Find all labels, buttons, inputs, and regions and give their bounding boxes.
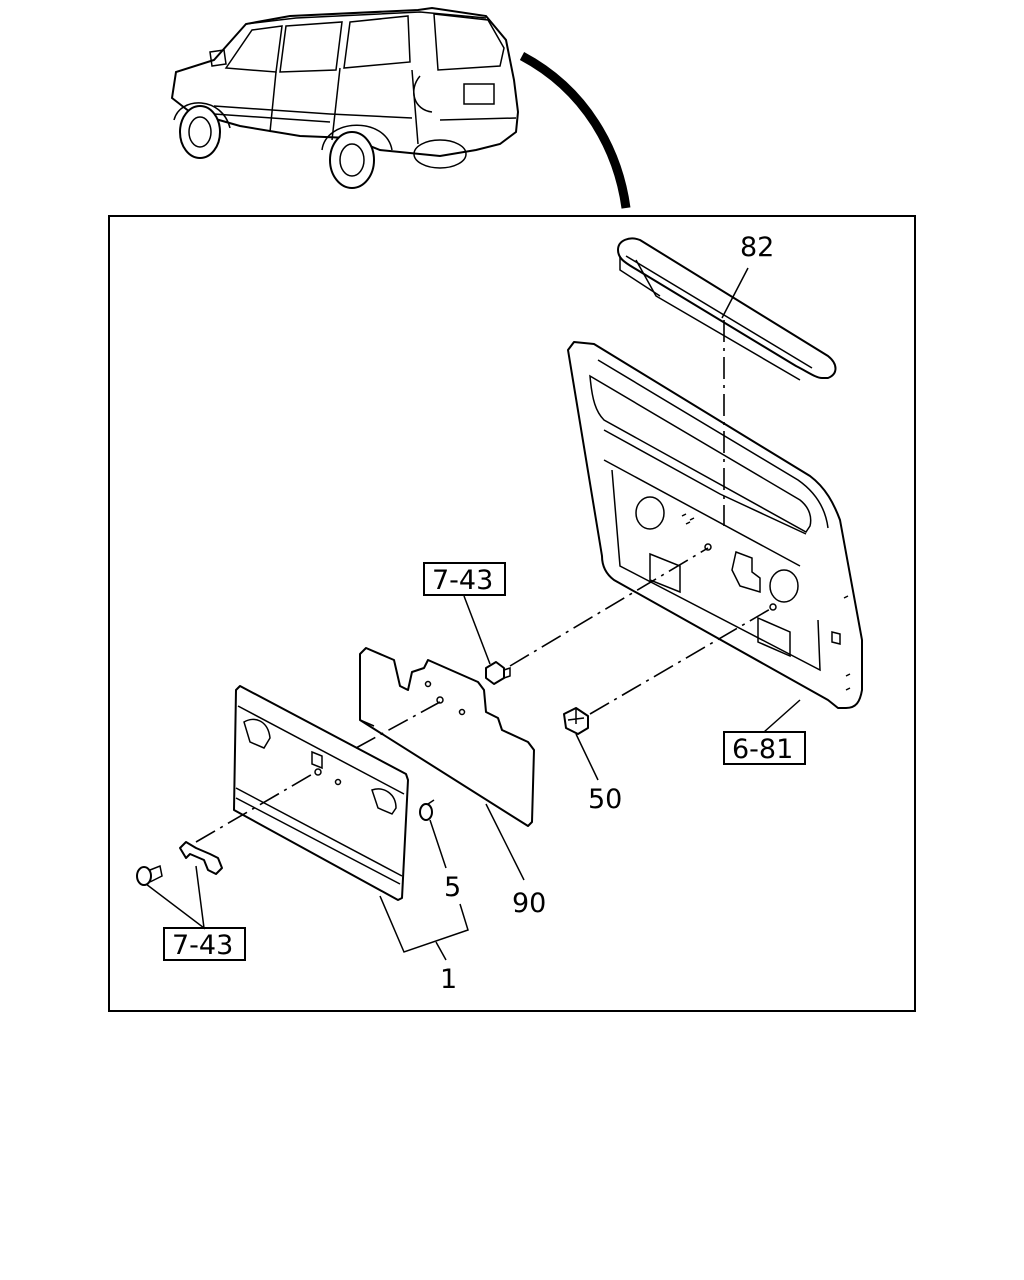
dash-line-upper bbox=[509, 547, 709, 667]
leader-7-43-bottom bbox=[145, 865, 205, 930]
handle-bracket bbox=[179, 841, 223, 875]
leader-1 bbox=[379, 895, 469, 953]
pointer-arc bbox=[519, 52, 631, 209]
label-82: 82 bbox=[740, 232, 774, 263]
grommet-part-5 bbox=[419, 799, 435, 821]
leader-90 bbox=[485, 803, 525, 881]
clip-part-50 bbox=[563, 707, 589, 735]
label-5: 5 bbox=[444, 872, 461, 903]
vehicle-icon bbox=[170, 6, 520, 189]
license-plate-bracket-part-1 bbox=[233, 685, 409, 901]
ref-7-43-top: 7-43 bbox=[432, 565, 493, 596]
detail-frame bbox=[108, 215, 916, 1012]
backing-board-part-90 bbox=[359, 647, 535, 827]
label-1: 1 bbox=[440, 964, 457, 995]
label-50: 50 bbox=[588, 784, 622, 815]
ref-6-81: 6-81 bbox=[732, 734, 793, 765]
leader-50 bbox=[575, 733, 599, 781]
label-90: 90 bbox=[512, 888, 546, 919]
leader-7-43-top bbox=[463, 595, 491, 665]
dash-line-bracket bbox=[355, 701, 441, 749]
leader-6-81 bbox=[763, 699, 801, 733]
screw-fastener bbox=[136, 864, 163, 886]
leader-5 bbox=[429, 819, 447, 869]
clip-fastener-top bbox=[485, 661, 511, 685]
ref-box-7-43-top bbox=[423, 562, 506, 596]
dash-line-handle bbox=[195, 771, 317, 843]
ref-box-7-43-bottom bbox=[163, 927, 246, 961]
ref-7-43-bottom: 7-43 bbox=[172, 930, 233, 961]
leader-1-stem bbox=[435, 941, 447, 961]
leader-82 bbox=[721, 267, 749, 319]
tailgate-icon bbox=[567, 341, 863, 709]
